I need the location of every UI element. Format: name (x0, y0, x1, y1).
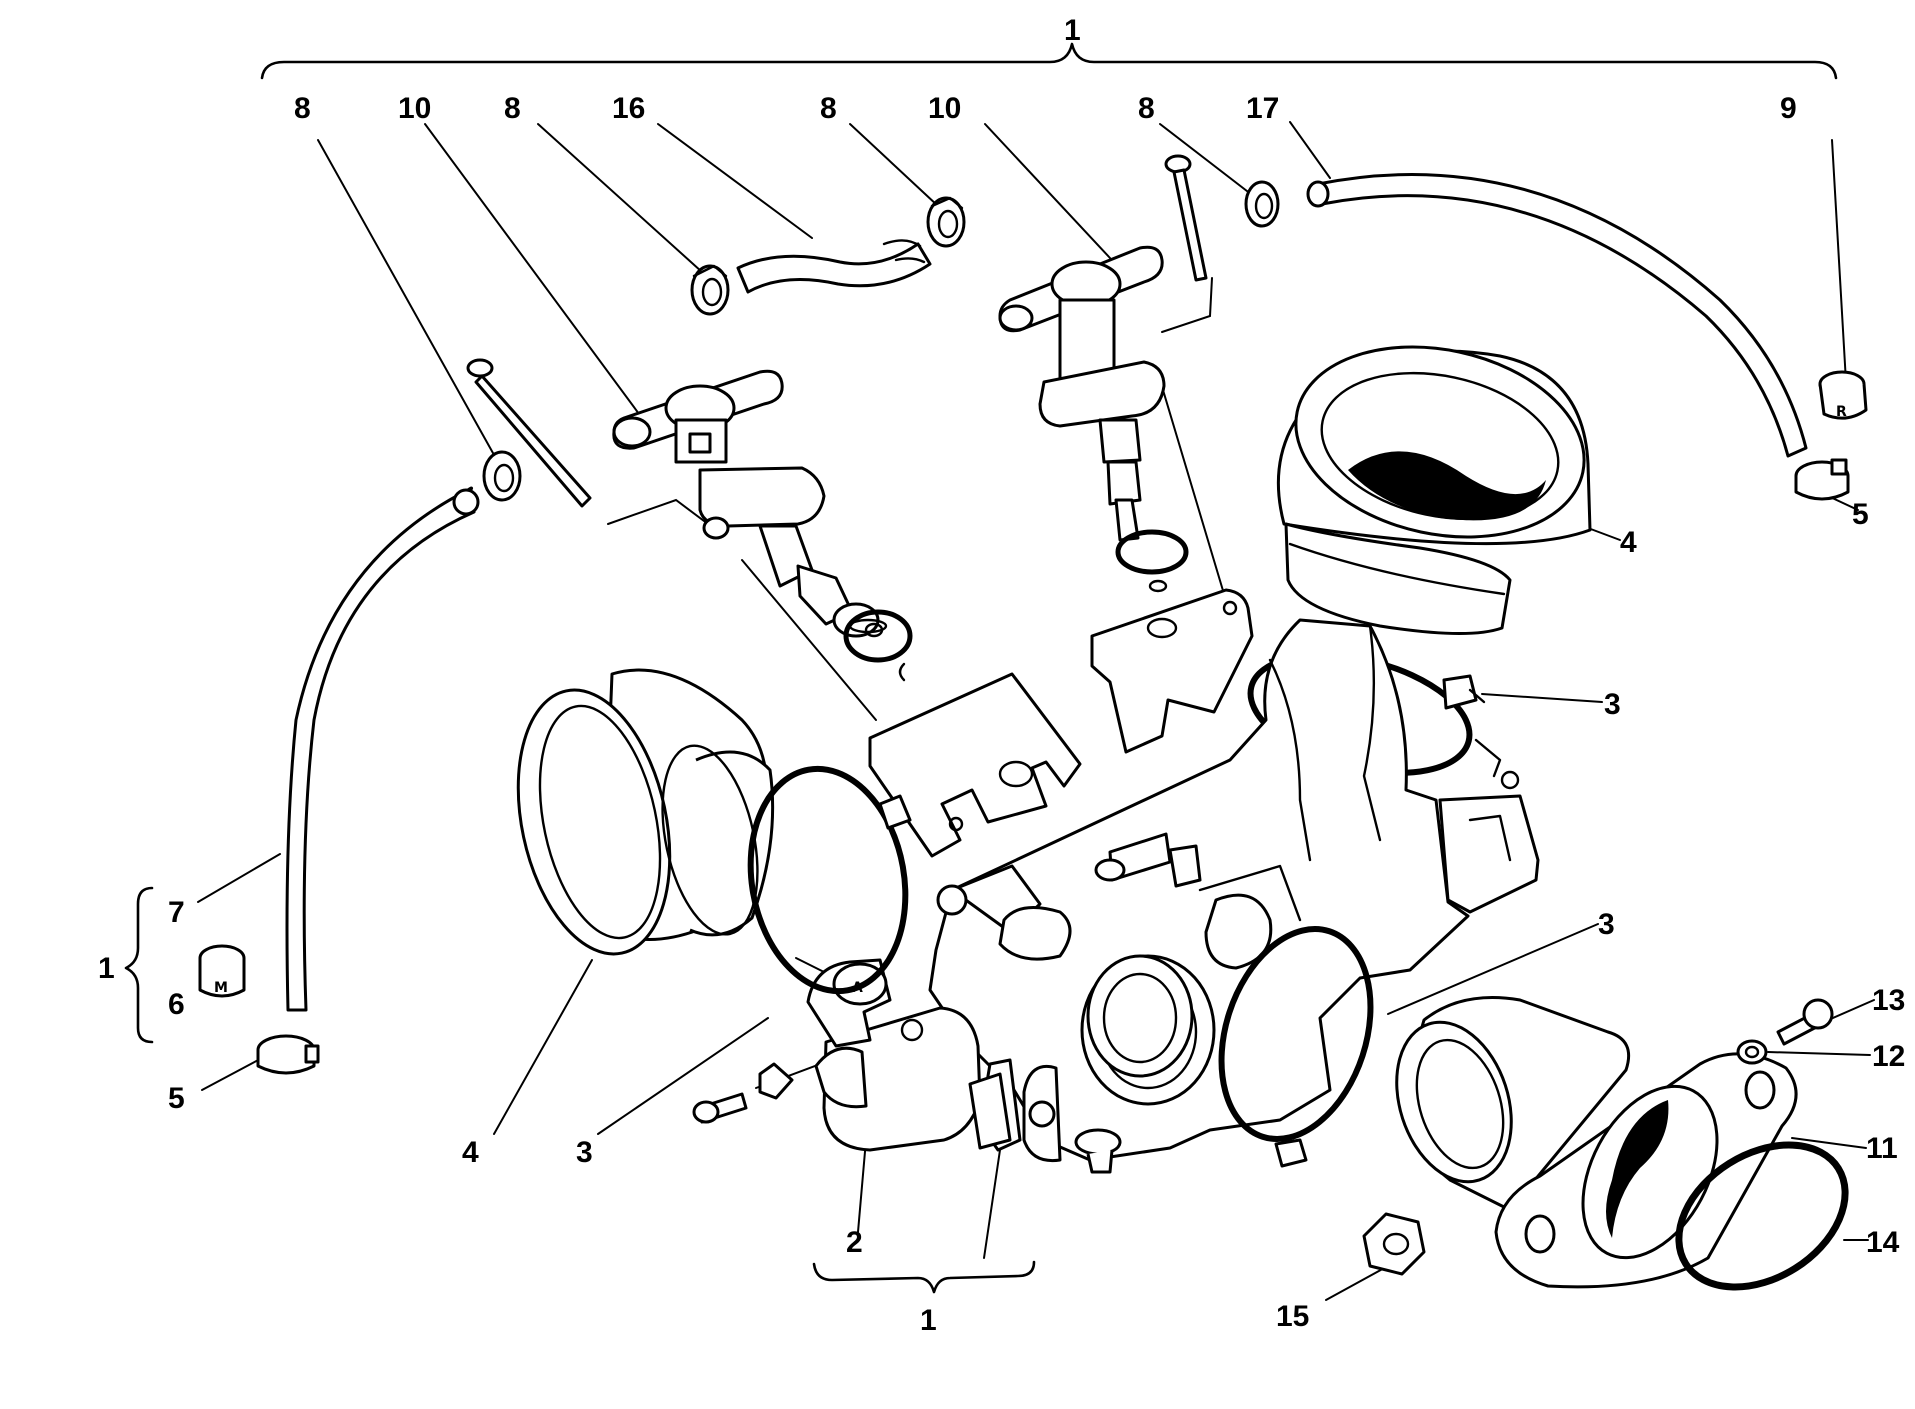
manifold-o-ring-part (1675, 1141, 1849, 1291)
callout-7: 7 (168, 896, 185, 929)
idle-air-valve-part (612, 369, 888, 638)
callout-2: 2 (846, 1226, 863, 1259)
hose-clamp-part (690, 264, 730, 316)
sensor-mount-block-part (968, 1072, 1012, 1150)
callout-14: 14 (1866, 1226, 1900, 1259)
marked-clip-part: M (198, 944, 246, 998)
callout-3: 3 (1598, 908, 1615, 941)
short-hose-part (736, 239, 932, 294)
callout-10: 10 (398, 92, 431, 125)
long-vacuum-hose-part (1306, 173, 1808, 458)
callout-bottom-bracket: 1 (920, 1304, 937, 1337)
hose-clamp-part (256, 1034, 320, 1075)
clip-m-marking: M (214, 980, 228, 996)
mounting-screw-part (1164, 154, 1208, 282)
manifold-washer-part (1736, 1039, 1768, 1065)
callout-10: 10 (928, 92, 961, 125)
hose-band-clamp-part (1218, 926, 1374, 1168)
callout-17: 17 (1246, 92, 1279, 125)
callout-15: 15 (1276, 1300, 1309, 1333)
manifold-nut-part (1362, 1212, 1426, 1276)
callout-13: 13 (1872, 984, 1905, 1017)
valve-o-ring-part (843, 609, 913, 682)
callout-labels: 1 8 10 8 16 8 10 8 17 9 5 4 3 3 13 12 11… (98, 14, 1905, 1337)
marked-clip-part: R (1818, 370, 1868, 420)
hose-clamp-part (1794, 458, 1850, 501)
clip-r-marking: R (1836, 404, 1847, 420)
callout-12: 12 (1872, 1040, 1905, 1073)
callout-8: 8 (504, 92, 521, 125)
sensor-screw-part (692, 1062, 794, 1124)
valve-o-ring-part (1115, 529, 1189, 593)
callout-4: 4 (462, 1136, 479, 1169)
top-assembly-bracket (260, 42, 1838, 80)
hose-clamp-part (482, 450, 522, 502)
callout-3: 3 (1604, 688, 1621, 721)
callout-8: 8 (294, 92, 311, 125)
callout-8: 8 (820, 92, 837, 125)
idle-air-valve-part (998, 245, 1166, 542)
hose-clamp-part (926, 196, 966, 248)
intake-rubber-boot-part (1276, 345, 1592, 635)
callout-4: 4 (1620, 526, 1637, 559)
callout-top-bracket: 1 (1064, 14, 1081, 47)
intake-manifold-part (1395, 996, 1798, 1289)
valve-mounting-bracket-part (868, 672, 1082, 858)
callout-5: 5 (168, 1082, 185, 1115)
manifold-screw-part (1776, 998, 1834, 1046)
bottom-assembly-bracket (812, 1260, 1036, 1294)
callout-3: 3 (576, 1136, 593, 1169)
callout-9: 9 (1780, 92, 1797, 125)
mounting-screw-part (466, 358, 592, 508)
left-assembly-brace (124, 886, 154, 1044)
callout-16: 16 (612, 92, 645, 125)
callout-5: 5 (1852, 498, 1869, 531)
long-vacuum-hose-part (285, 486, 480, 1012)
hose-clamp-part (1244, 180, 1280, 228)
callout-left-bracket: 1 (98, 952, 115, 985)
callout-11: 11 (1866, 1132, 1898, 1165)
intake-rubber-boot-part (516, 668, 775, 956)
valve-mounting-bracket-part (1090, 588, 1254, 754)
hose-band-clamp-part (747, 765, 912, 995)
callout-8: 8 (1138, 92, 1155, 125)
callout-6: 6 (168, 988, 185, 1021)
